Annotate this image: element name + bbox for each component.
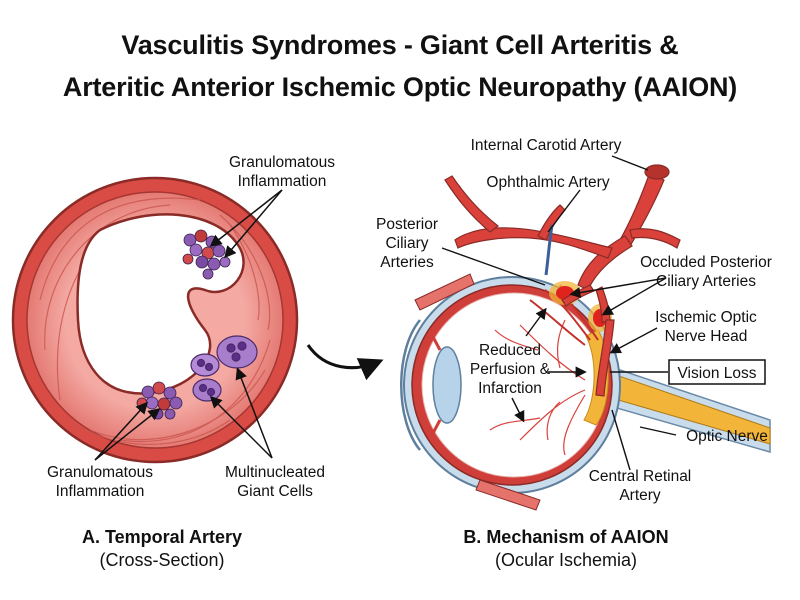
page-title-line-2: Arteritic Anterior Ischemic Optic Neurop… [62,72,738,102]
cornea [400,319,421,451]
label-granulomatous-bottom-1: Granulomatous [47,464,153,481]
caption-a-title: A. Temporal Artery [82,527,242,547]
label-ophthalmic-artery: Ophthalmic Artery [486,174,609,191]
label-ischemic-1: Ischemic Optic [655,309,757,326]
page-title-line-1: Vasculitis Syndromes - Giant Cell Arteri… [121,30,679,60]
vision-loss-box [668,359,766,385]
label-posterior-ciliary-2: Ciliary [385,235,428,252]
granuloma-cluster-bottom [136,381,183,420]
label-posterior-ciliary-3: Arteries [380,254,434,271]
lens [432,346,462,424]
label-occluded-1: Occluded Posterior [640,254,772,271]
label-granulomatous-top-2: Inflammation [238,173,327,190]
label-optic-nerve: Optic Nerve [686,428,768,445]
label-reduced-3: Infarction [478,380,542,397]
central-retinal-vein [544,224,554,276]
label-occluded-2: Ciliary Arteries [656,273,756,290]
label-ischemic-2: Nerve Head [665,328,748,345]
label-giant-cells-2: Giant Cells [237,483,313,500]
caption-b-subtitle: (Ocular Ischemia) [495,550,637,570]
label-reduced-1: Reduced [479,342,541,359]
caption-a-subtitle: (Cross-Section) [99,550,224,570]
label-vision-loss: Vision Loss [678,365,757,382]
label-internal-carotid-artery: Internal Carotid Artery [471,137,622,154]
transition-arrow [306,344,384,381]
label-central-retinal-2: Artery [619,487,661,504]
label-granulomatous-top-1: Granulomatous [229,154,335,171]
muscle-bottom [475,479,541,511]
temporal-artery-cross-section: Granulomatous Inflammation Granulomatous… [11,154,335,570]
label-granulomatous-bottom-2: Inflammation [56,483,145,500]
label-giant-cells-1: Multinucleated [225,464,325,481]
label-central-retinal-1: Central Retinal [589,468,692,485]
label-reduced-2: Perfusion & [470,361,551,378]
label-posterior-ciliary-1: Posterior [376,216,438,233]
muscle-top [414,273,475,311]
arterial-tree [444,164,681,397]
giant-cells [190,335,258,402]
caption-b-title: B. Mechanism of AAION [463,527,668,547]
